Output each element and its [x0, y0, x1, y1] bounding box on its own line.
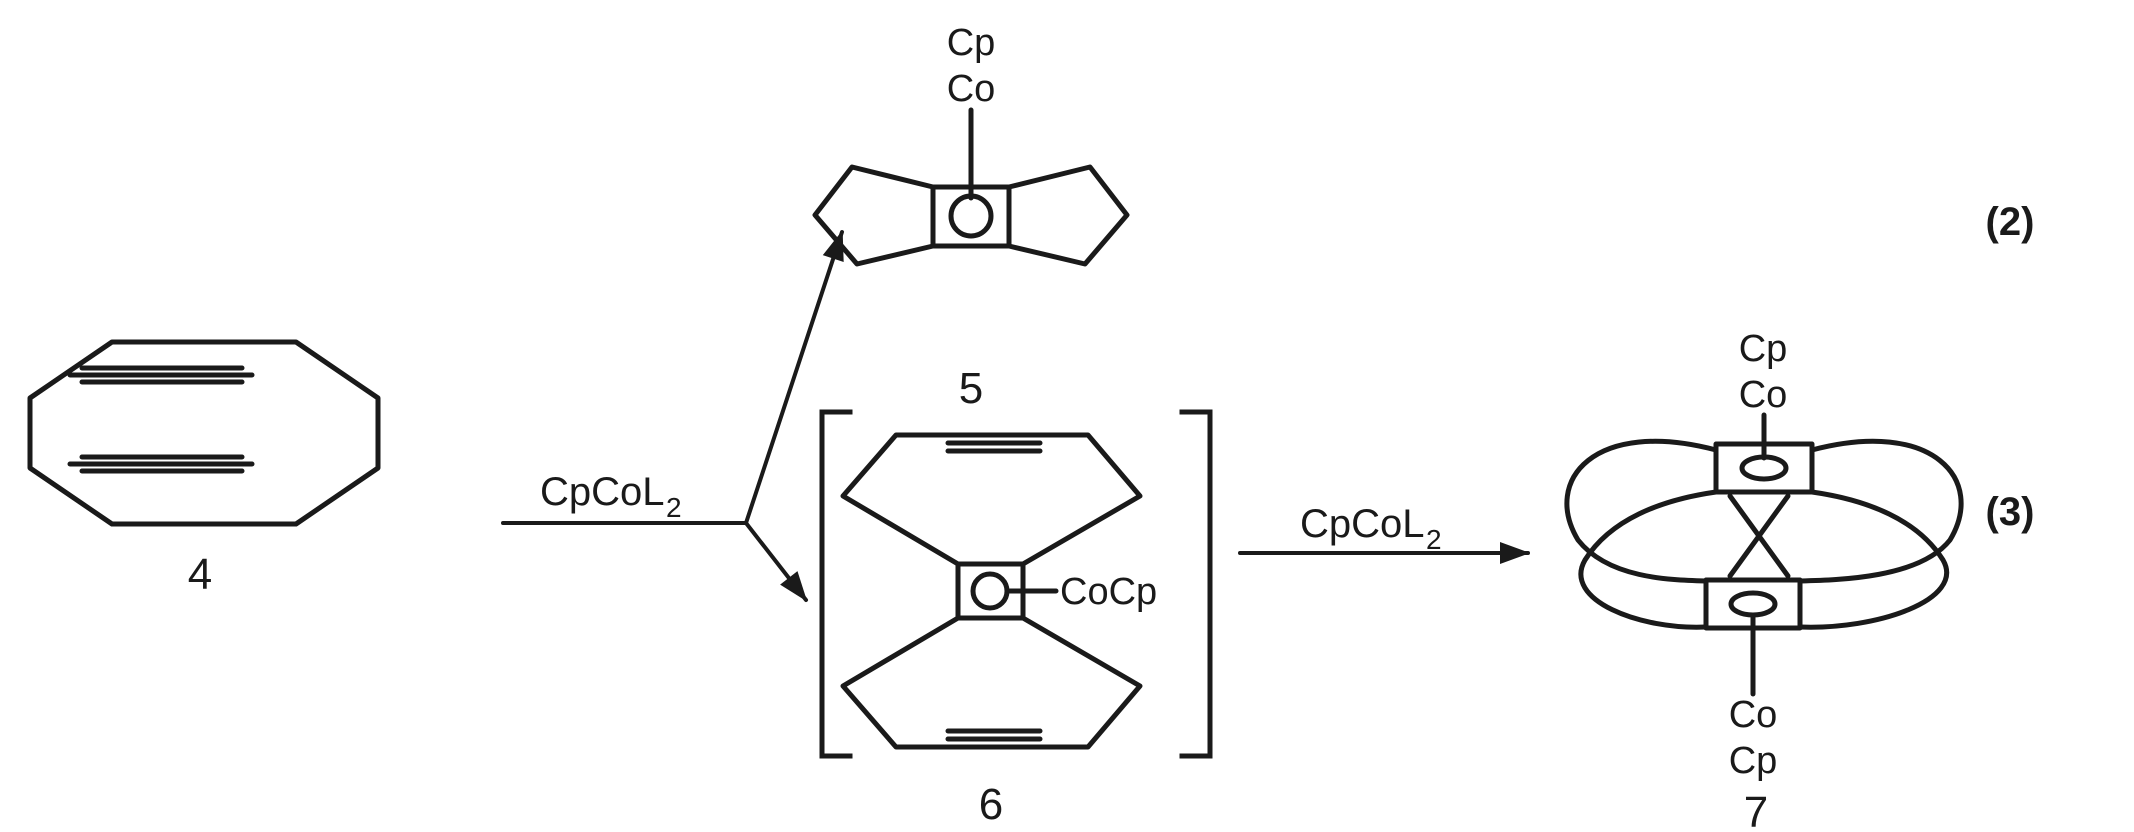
compound-5-cp-label: Cp — [947, 22, 996, 64]
bracket-right — [1179, 409, 1213, 759]
compound-7-structure — [1564, 412, 1964, 697]
compound-5-left-ring — [812, 164, 936, 267]
reagent-1-subscript: 2 — [666, 492, 682, 523]
compound-6-triple-bond-top — [945, 440, 1043, 454]
compound-5-label: 5 — [959, 364, 983, 413]
compound-6-cyclobutadiene-square — [955, 561, 1026, 621]
reagent-2-subscript: 2 — [1426, 524, 1442, 555]
compound-6-bottom-ring — [840, 615, 1143, 750]
compound-6-structure — [840, 432, 1143, 750]
compound-7-bottom-deck-circle — [1728, 590, 1778, 618]
reagent-2-label: CpCoL — [1300, 502, 1425, 546]
compound-7-label: 7 — [1744, 788, 1768, 832]
compound-7-chain-right-inner — [1797, 489, 1949, 630]
compound-7-top-deck-circle — [1739, 454, 1789, 482]
compound-6-triple-bond-bottom — [945, 728, 1043, 742]
compound-7-chain-cross-b — [1727, 493, 1791, 579]
compound-7-chain-left-outer — [1564, 438, 1719, 584]
equation-2-number: (2) — [1986, 200, 2035, 244]
compound-6-aromatic-circle — [970, 571, 1010, 611]
compound-5-co-label: Co — [947, 68, 996, 110]
compound-6-cocp-label: CoCp — [1060, 571, 1157, 613]
equation-3-number: (3) — [1986, 490, 2035, 534]
arrow-to-compound-5 — [744, 230, 844, 525]
compound-4-label: 4 — [188, 550, 212, 599]
compound-7-bottom-cp-label: Cp — [1729, 740, 1778, 782]
compound-4-structure — [27, 339, 381, 527]
compound-4-macrocycle-ring — [27, 339, 381, 527]
compound-5-right-ring — [1006, 164, 1130, 267]
compound-5-structure — [812, 107, 1130, 267]
compound-7-chain-left-inner — [1578, 489, 1719, 630]
bracket-left — [819, 409, 853, 759]
compound-4-triple-bond-bottom — [67, 454, 255, 474]
compound-7-chain-right-outer — [1797, 438, 1964, 584]
arrow-to-compound-6 — [744, 521, 808, 602]
compound-7-top-cp-label: Cp — [1739, 328, 1788, 370]
compound-5-aromatic-circle — [948, 193, 994, 239]
compound-6-top-ring — [840, 432, 1143, 567]
compound-4-triple-bond-top — [67, 365, 255, 385]
compound-6-label: 6 — [979, 780, 1003, 829]
reagent-1-label: CpCoL — [540, 470, 665, 514]
compound-7-top-co-label: Co — [1739, 374, 1788, 416]
compound-7-bottom-co-label: Co — [1729, 694, 1778, 736]
